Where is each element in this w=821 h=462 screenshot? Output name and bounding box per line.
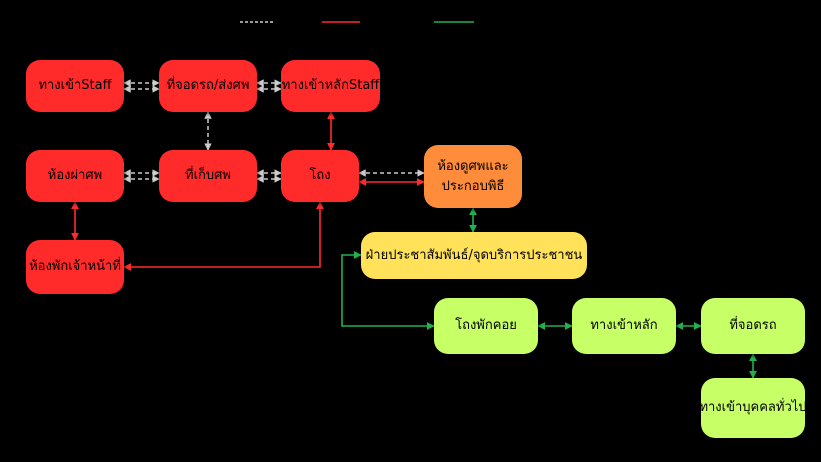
node-label-line2: ประกอบพิธี bbox=[441, 178, 505, 194]
node-parking-hearse: ที่จอดรถ/ส่งศพ bbox=[159, 60, 257, 112]
node-main-entrance: ทางเข้าหลัก bbox=[572, 298, 676, 354]
node-staff-rest-room: ห้องพักเจ้าหน้าที่ bbox=[26, 240, 124, 294]
node-label: ห้องพักเจ้าหน้าที่ bbox=[29, 259, 121, 275]
node-waiting-hall: โถงพักคอย bbox=[434, 298, 538, 354]
node-label: โถงพักคอย bbox=[455, 318, 517, 334]
node-label: ที่จอดรถ/ส่งศพ bbox=[166, 78, 250, 94]
node-label: ทางเข้าบุคคลทั่วไป bbox=[699, 400, 807, 416]
node-viewing-room: ห้องดูศพและ ประกอบพิธี bbox=[424, 145, 522, 208]
node-parking: ที่จอดรถ bbox=[701, 298, 805, 354]
node-label: โถง bbox=[309, 168, 331, 184]
links-layer bbox=[71, 79, 757, 379]
node-label: ฝ่ายประชาสัมพันธ์/จุดบริการประชาชน bbox=[365, 247, 583, 263]
node-autopsy-room: ห้องผ่าศพ bbox=[26, 150, 124, 202]
node-hall: โถง bbox=[281, 150, 359, 202]
node-label: ที่จอดรถ bbox=[729, 318, 777, 334]
node-label-line1: ห้องดูศพและ bbox=[437, 159, 509, 174]
node-staff-entrance: ทางเข้าStaff bbox=[26, 60, 124, 112]
node-label: ทางเข้าหลัก bbox=[590, 318, 658, 334]
link-pr-service-to-waiting-hall bbox=[341, 251, 435, 330]
node-label: ทางเข้าStaff bbox=[38, 78, 112, 94]
node-public-entrance: ทางเข้าบุคคลทั่วไป bbox=[699, 378, 807, 438]
link-staff-rest-room-to-hall bbox=[123, 201, 324, 271]
node-label: ห้องผ่าศพ bbox=[47, 168, 103, 184]
node-body-storage: ที่เก็บศพ bbox=[159, 150, 257, 202]
node-pr-service: ฝ่ายประชาสัมพันธ์/จุดบริการประชาชน bbox=[361, 232, 587, 279]
node-label: ทางเข้าหลักStaff bbox=[281, 78, 380, 94]
node-staff-main-entrance: ทางเข้าหลักStaff bbox=[281, 60, 380, 112]
node-label: ที่เก็บศพ bbox=[185, 168, 231, 184]
